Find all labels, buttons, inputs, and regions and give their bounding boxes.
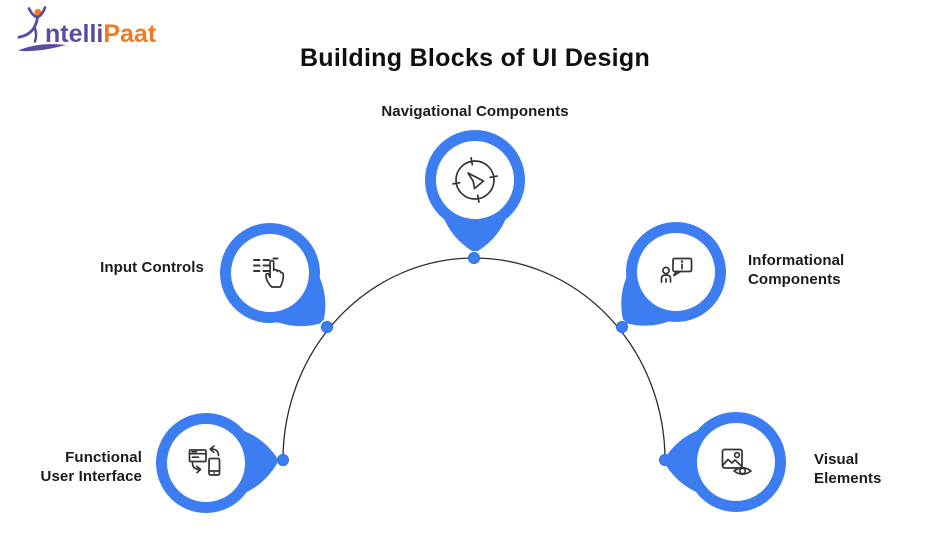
- label-line: Visual: [814, 451, 859, 468]
- node-informational-components: [621, 222, 726, 326]
- label-informational-components: Informational Components: [748, 251, 844, 289]
- logo-wordmark: ntelliPaat: [45, 20, 157, 48]
- intellipaat-logo: ntelliPaat: [17, 6, 157, 52]
- semicircle-arc: [282, 257, 666, 461]
- label-visual-elements: Visual Elements: [814, 450, 882, 488]
- label-input-controls: Input Controls: [100, 259, 204, 276]
- label-navigational-components: Navigational Components: [381, 103, 569, 120]
- arc-dot-top: [468, 252, 480, 264]
- leaping-person-icon: [17, 6, 66, 52]
- label-functional-user-interface: Functional User Interface: [41, 448, 142, 486]
- responsive-devices-sync-icon: [188, 445, 221, 476]
- label-line: Components: [748, 271, 841, 288]
- person-info-speech-icon: [660, 257, 693, 283]
- node-functional-user-interface: [156, 413, 278, 513]
- node-input-controls: [220, 223, 326, 327]
- logo-text-paat: Paat: [103, 20, 156, 48]
- node-visual-elements: [664, 412, 786, 512]
- logo-text-ntelli: ntelli: [45, 20, 103, 48]
- page-title: Building Blocks of UI Design: [299, 44, 651, 72]
- label-line: Functional: [65, 449, 142, 466]
- navigation-compass-icon: [451, 156, 499, 204]
- label-line: Elements: [814, 470, 882, 487]
- logo-swoosh: [18, 44, 66, 52]
- label-line: Informational: [748, 252, 845, 269]
- arc-dot-upper-right: [616, 321, 628, 333]
- label-line: User Interface: [40, 468, 142, 485]
- tap-hand-icon: [253, 257, 285, 288]
- arc-dot-left-end: [277, 454, 289, 466]
- image-eye-icon: [721, 448, 752, 476]
- node-navigational-components: [425, 130, 525, 251]
- arc-dot-upper-left: [321, 321, 333, 333]
